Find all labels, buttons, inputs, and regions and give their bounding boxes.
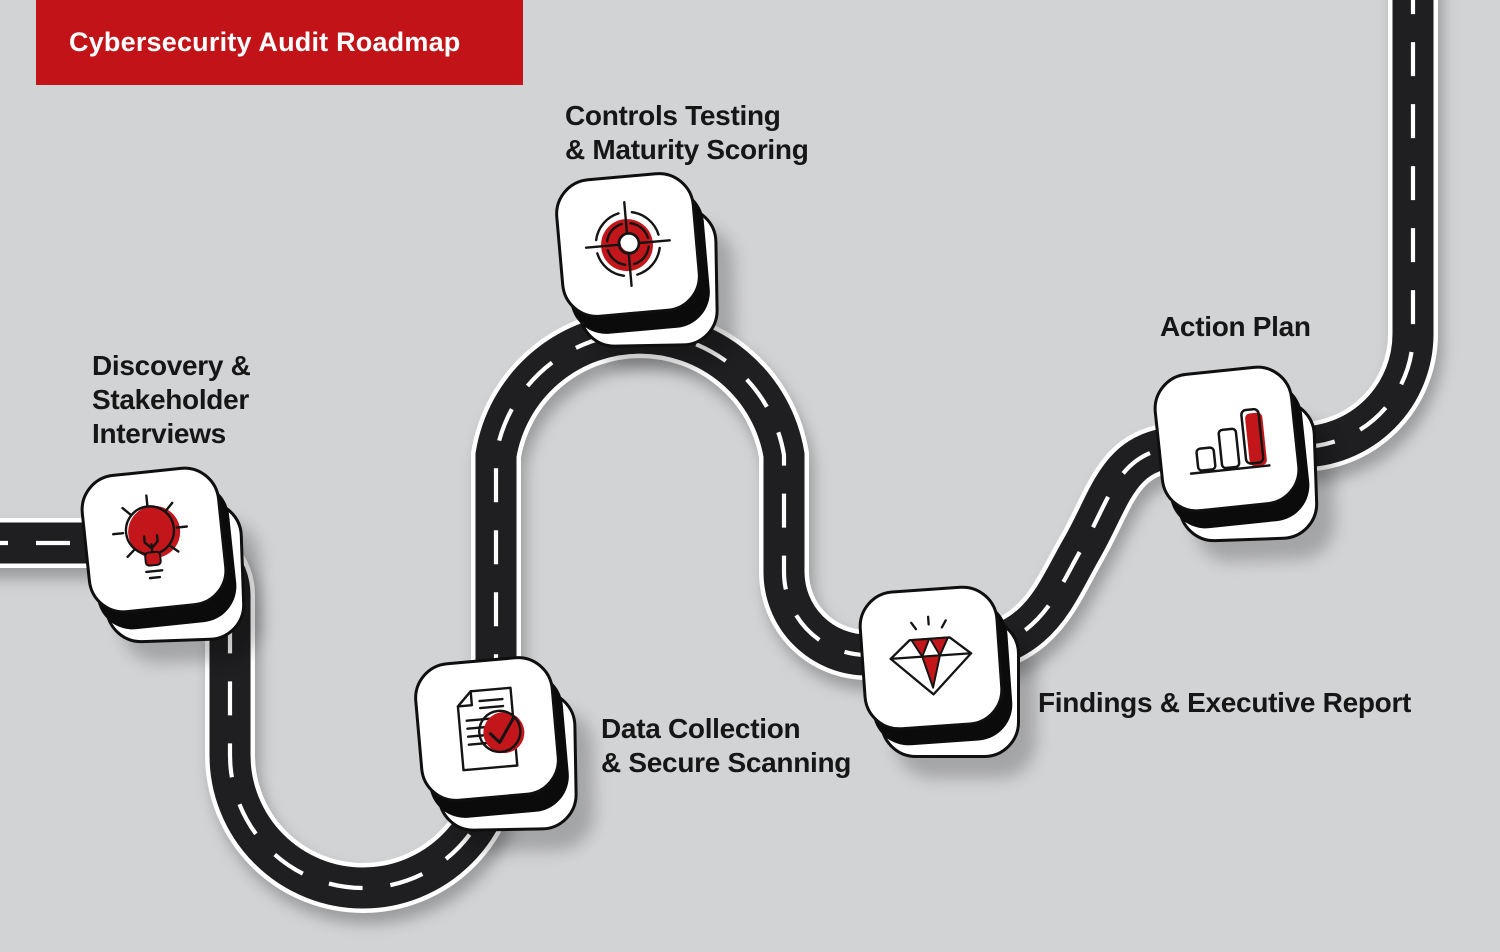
lightbulb-icon bbox=[111, 494, 188, 580]
card-face bbox=[856, 583, 1006, 733]
milestone-card-data-collection bbox=[411, 653, 579, 833]
milestone-label-data-collection: Data Collection & Secure Scanning bbox=[601, 712, 851, 780]
label-line: Controls Testing bbox=[565, 100, 781, 131]
title-banner: Cybersecurity Audit Roadmap bbox=[36, 0, 523, 85]
card-face bbox=[1150, 362, 1304, 516]
target-icon bbox=[584, 200, 671, 288]
label-line: Data Collection bbox=[601, 713, 801, 744]
milestone-card-action-plan bbox=[1150, 362, 1320, 544]
label-line: Stakeholder bbox=[92, 384, 249, 415]
label-line: & Secure Scanning bbox=[601, 747, 852, 778]
milestone-card-findings bbox=[856, 583, 1020, 758]
milestone-label-discovery: Discovery & Stakeholder Interviews bbox=[92, 349, 251, 451]
milestone-card-discovery bbox=[77, 463, 247, 645]
page-title: Cybersecurity Audit Roadmap bbox=[69, 27, 461, 57]
card-face bbox=[552, 169, 704, 321]
milestone-card-controls-testing bbox=[552, 169, 720, 349]
milestone-label-action-plan: Action Plan bbox=[1160, 310, 1311, 344]
card-face bbox=[77, 463, 231, 617]
milestone-label-findings: Findings & Executive Report bbox=[1038, 686, 1411, 720]
label-line: Discovery & bbox=[92, 350, 251, 381]
label-line: Findings & Executive Report bbox=[1038, 687, 1412, 718]
bar-chart-icon bbox=[1189, 407, 1271, 475]
milestone-label-controls-testing: Controls Testing & Maturity Scoring bbox=[565, 99, 809, 167]
diamond-icon bbox=[889, 615, 973, 696]
document-check-icon bbox=[456, 686, 525, 772]
label-line: Interviews bbox=[92, 418, 226, 449]
label-line: & Maturity Scoring bbox=[565, 134, 809, 165]
label-line: Action Plan bbox=[1160, 311, 1311, 342]
road-centerline bbox=[0, 0, 1416, 891]
card-face bbox=[411, 653, 563, 805]
